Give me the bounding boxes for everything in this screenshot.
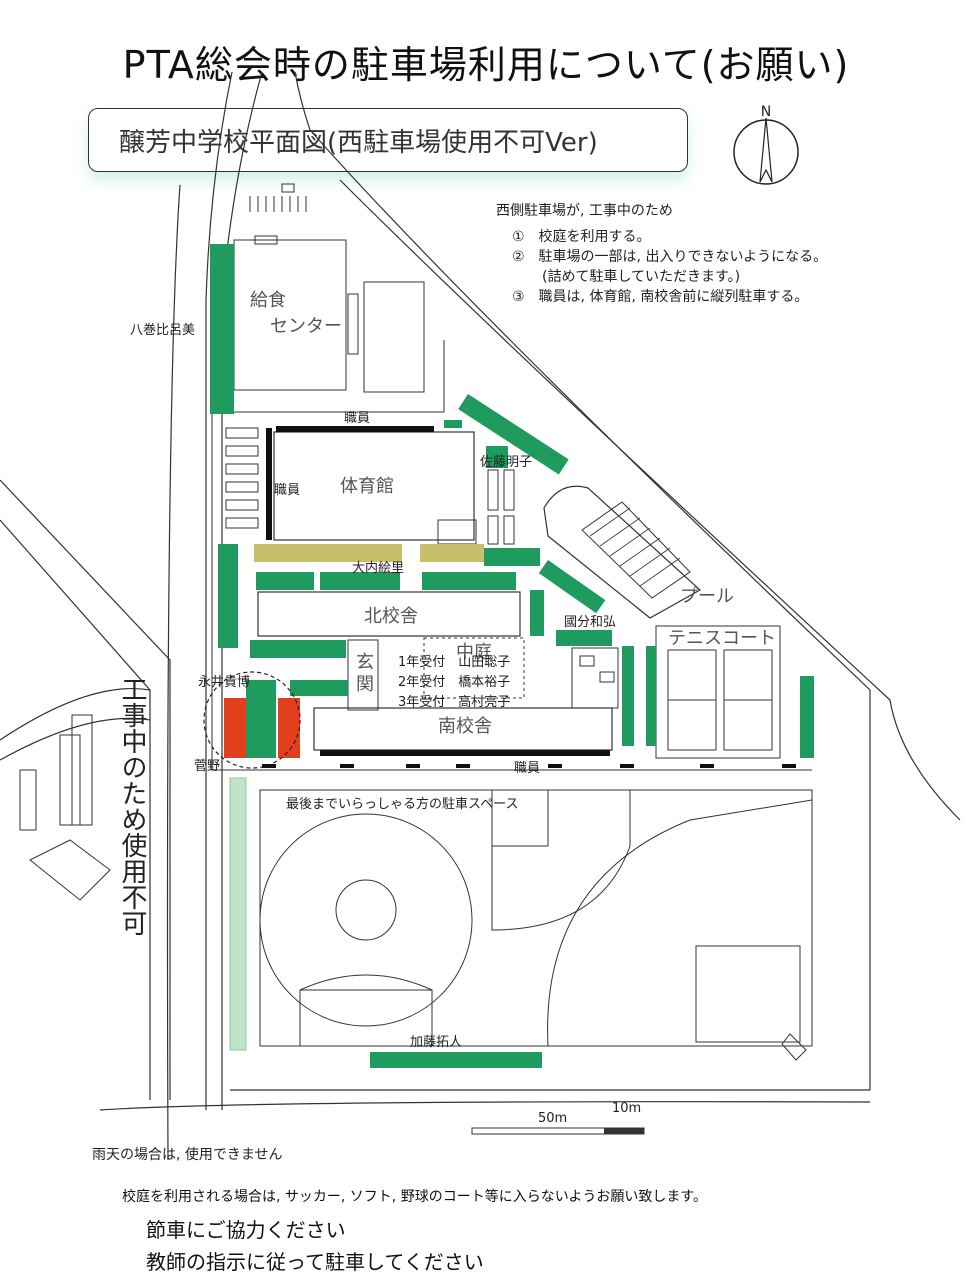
person-nagai: 永井貴博: [198, 675, 250, 690]
entrance-highlight: [203, 671, 301, 769]
entrance-label-1: 玄: [356, 652, 374, 673]
map-subtitle: 醸芳中学校平面図(西駐車場使用不可Ver): [119, 127, 598, 158]
parking-west-column: [210, 244, 234, 414]
person-sugano: 菅野: [194, 759, 220, 774]
entrance-label-2: 関: [356, 674, 374, 695]
compass-label: N: [761, 104, 771, 120]
parking-nagai: [246, 680, 276, 758]
person-sato: 佐藤明子: [480, 455, 532, 470]
parking-diag-mid: [538, 560, 606, 614]
map-subtitle-box: 醸芳中学校平面図(西駐車場使用不可Ver): [88, 108, 688, 172]
parking-kokubun: [556, 630, 612, 646]
parking-gym-east2: [484, 548, 540, 566]
staff-label-bottom: 職員: [514, 761, 540, 776]
parking-west-lower: [218, 544, 238, 648]
south-annex: [571, 647, 619, 709]
parking-kato: [370, 1052, 542, 1068]
parking-north-side: [250, 640, 346, 658]
parking-tennis-east: [800, 676, 814, 758]
parking-yellow-slots: [254, 544, 484, 562]
notes-item-2: ② 駐車場の一部は, 出入りできないようになる。: [512, 249, 828, 265]
staff-label-top: 職員: [344, 411, 370, 426]
entrance-block: [347, 639, 379, 711]
gym-label: 体育館: [340, 476, 394, 497]
notes-heading: 西側駐車場が, 工事中のため: [496, 203, 673, 219]
last-parking-space-label: 最後までいらっしゃる方の駐車スペース: [286, 796, 518, 812]
construction-label: 工事中のため使用不可: [117, 676, 147, 936]
page-title: PTA総会時の駐車場利用について(お願い): [122, 43, 850, 87]
parking-north-row: [256, 572, 314, 590]
notes-item-1: ① 校庭を利用する。: [512, 229, 651, 245]
north-building-label: 北校舎: [364, 606, 418, 627]
reception-2: 2年受付 橋本裕子: [398, 675, 510, 690]
notes-item-3: ③ 職員は, 体育館, 南校舎前に縦列駐車する。: [512, 289, 809, 305]
notes-item-2b: (詰めて駐車していただきます。): [542, 269, 741, 285]
north-arrow-icon: N: [733, 104, 799, 185]
reception-3: 3年受付 高村亮子: [398, 694, 510, 710]
parking-light-strip: [229, 777, 247, 1051]
courtyard-area: [423, 637, 525, 699]
rain-note: 雨天の場合は, 使用できません: [92, 1147, 283, 1163]
kitchen-label-1: 給食: [250, 290, 286, 311]
tennis-label: テニスコート: [668, 628, 776, 649]
footer-line-1: 校庭を利用される場合は, サッカー, ソフト, 野球のコート等に入らないようお願…: [122, 1189, 708, 1205]
north-building: [257, 591, 521, 637]
kitchen-center-building: [233, 183, 425, 393]
footer-line-2: 節車にご協力ください: [146, 1218, 346, 1242]
kitchen-label-2: センター: [270, 316, 342, 337]
scale-bar: 50m 10m: [471, 1101, 645, 1135]
parking-nagai-row: [290, 680, 348, 696]
scale-10m: 10m: [612, 1101, 641, 1116]
roads: [0, 71, 961, 1161]
west-area-structures: [19, 714, 111, 901]
footer-line-3: 教師の指示に従って駐車してください: [146, 1250, 484, 1274]
scale-50m: 50m: [538, 1111, 567, 1126]
pool-label: プール: [680, 586, 734, 607]
person-yamaki: 八巻比呂美: [130, 323, 195, 338]
parking-green-slots: [210, 244, 814, 1068]
parking-north-row3: [422, 572, 516, 590]
road-markers: [262, 764, 796, 768]
parking-gym-top-pad: [444, 420, 462, 428]
parking-north-row2: [320, 572, 400, 590]
person-kokubun: 國分和弘: [564, 615, 616, 630]
pool-building: [543, 485, 702, 619]
bike-rack: [249, 196, 307, 212]
parking-east-column: [530, 590, 544, 636]
parking-diag-top: [458, 394, 569, 475]
gym-side-racks: [225, 427, 515, 545]
schoolyard: [259, 789, 813, 1061]
south-building-label: 南校舎: [438, 716, 492, 737]
staff-parking-bars: [266, 426, 610, 756]
staff-label-left: 職員: [274, 483, 300, 498]
parking-south-east: [622, 646, 634, 746]
person-kato: 加藤拓人: [410, 1035, 462, 1050]
reception-1: 1年受付 山田聡子: [398, 655, 510, 670]
person-ouchi: 大内絵里: [352, 560, 404, 576]
parking-tennis-west: [646, 646, 656, 746]
parking-gym-east: [486, 446, 508, 468]
courtyard-label: 中庭: [456, 642, 492, 663]
